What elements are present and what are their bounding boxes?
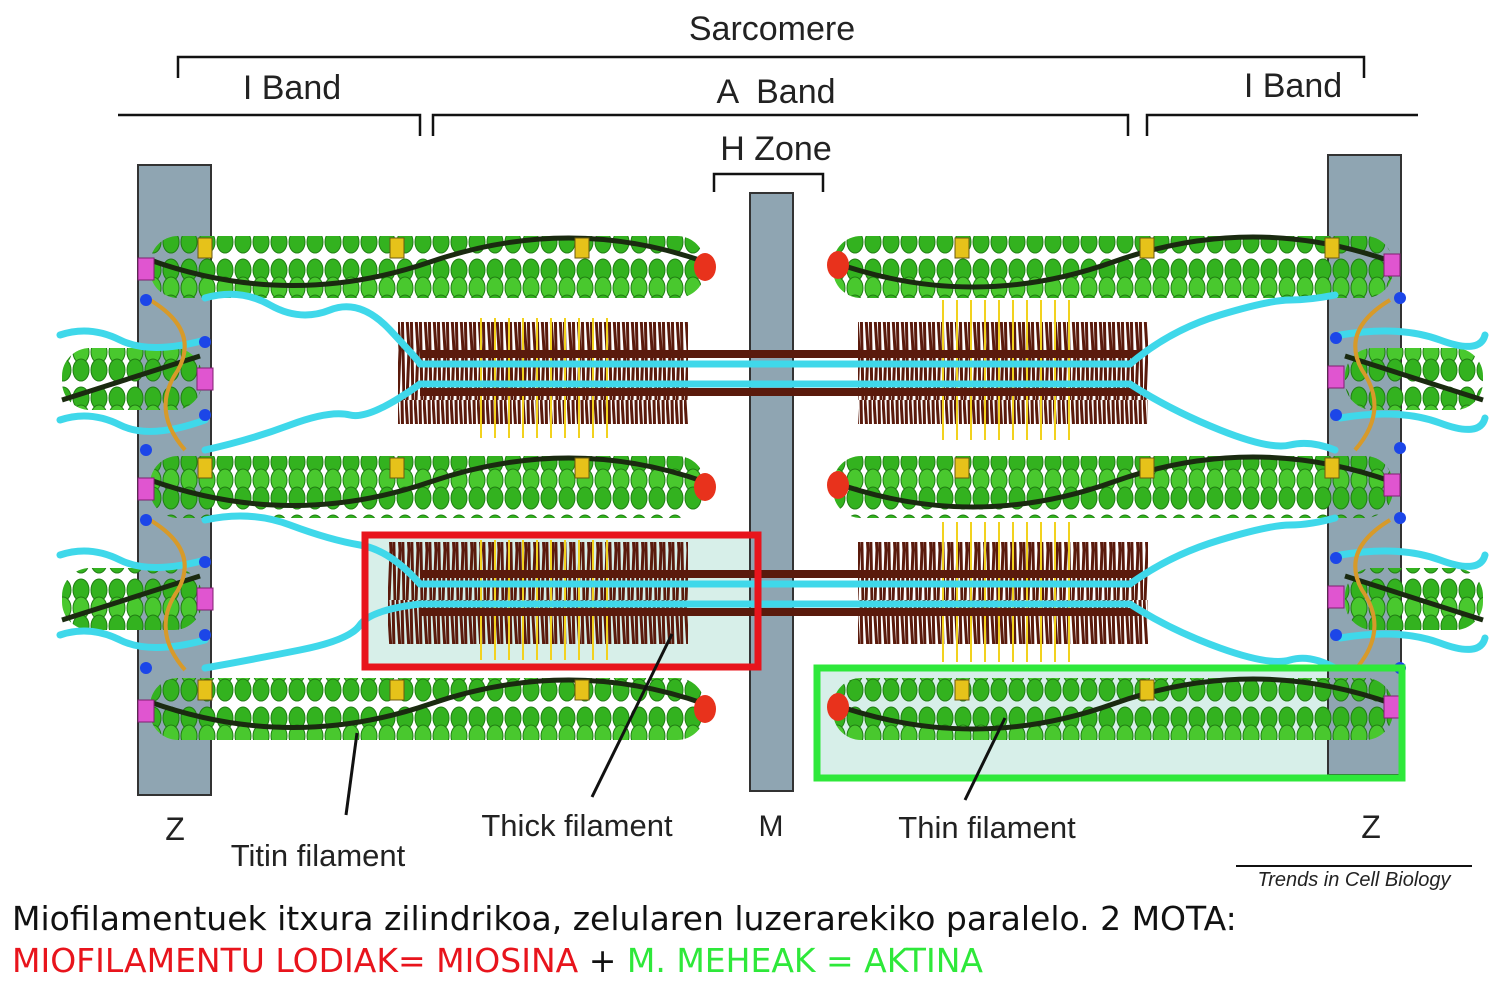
titin-filaments [56, 290, 1489, 672]
thick-filaments [388, 300, 1148, 662]
titin-pointer [344, 732, 359, 816]
z-left-label: Z [165, 811, 185, 847]
z-disc-connectors [148, 298, 1392, 672]
caption-plus: + [578, 941, 627, 980]
thin-filament-label: Thin filament [898, 810, 1076, 845]
sarcomere-bracket [176, 55, 1366, 78]
m-line [749, 192, 794, 792]
caption-thick-part: MIOFILAMENTU LODIAK= MIOSINA [12, 941, 579, 980]
h-zone-bracket [712, 172, 825, 192]
h-zone-label: H Zone [720, 130, 832, 168]
titin-filament-label: Titin filament [231, 838, 406, 873]
credit-label: Trends in Cell Biology [1257, 869, 1451, 891]
a-band-label: A Band [716, 73, 835, 111]
caption: Miofilamentuek itxura zilindrikoa, zelul… [12, 898, 1492, 982]
m-line-label: M [759, 810, 784, 843]
band-brackets [118, 55, 1418, 192]
thick-pointer [590, 633, 674, 798]
thin-filament-highlight [813, 664, 1406, 782]
i-band-left-bracket [118, 113, 422, 136]
caption-line-2: MIOFILAMENTU LODIAK= MIOSINA + M. MEHEAK… [12, 940, 1492, 982]
caption-line-1: Miofilamentuek itxura zilindrikoa, zelul… [12, 899, 1237, 938]
pointer-lines [344, 633, 1007, 816]
i-band-right-bracket [1145, 113, 1418, 136]
a-band-bracket [431, 113, 1130, 136]
i-band-left-label: I Band [243, 69, 341, 107]
caption-thin-part: M. MEHEAK = AKTINA [626, 941, 983, 980]
thin-filaments-right [827, 234, 1484, 740]
sarcomere-label: Sarcomere [689, 10, 855, 48]
z-right-label: Z [1361, 809, 1381, 845]
thick-filament-label: Thick filament [481, 808, 673, 843]
thick-filament-highlight [361, 531, 762, 671]
i-band-right-label: I Band [1244, 67, 1342, 105]
thin-pointer [963, 717, 1007, 801]
